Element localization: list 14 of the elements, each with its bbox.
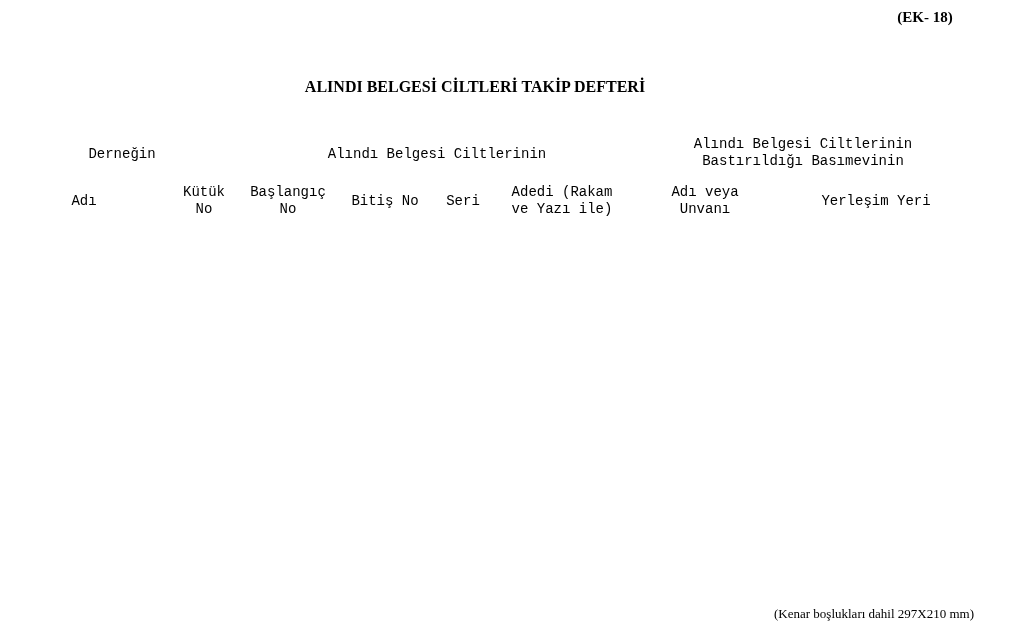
annex-number: (EK- 18) <box>897 8 953 26</box>
form-title: ALINDI BELGESİ CİLTLERİ TAKİP DEFTERİ <box>304 78 646 96</box>
page-size-note: (Kenar boşlukları dahil 297X210 mm) <box>774 606 974 622</box>
column-header: Yerleşim Yeri <box>821 192 931 210</box>
column-header: Kütük No <box>182 184 226 218</box>
column-header: Adı veya Unvanı <box>670 184 740 218</box>
column-header: Adedi (Rakam ve Yazı ile) <box>510 184 614 218</box>
column-header: Adı <box>71 192 97 210</box>
column-group-header: Alındı Belgesi Ciltlerinin <box>327 145 547 163</box>
column-header: Bitiş No <box>351 192 419 210</box>
column-group-header: Alındı Belgesi Ciltlerinin Bastırıldığı Basımevinin <box>692 136 914 170</box>
column-header: Başlangıç No <box>249 184 327 218</box>
column-header: Seri <box>446 192 480 210</box>
column-group-header: Derneğin <box>88 145 156 163</box>
